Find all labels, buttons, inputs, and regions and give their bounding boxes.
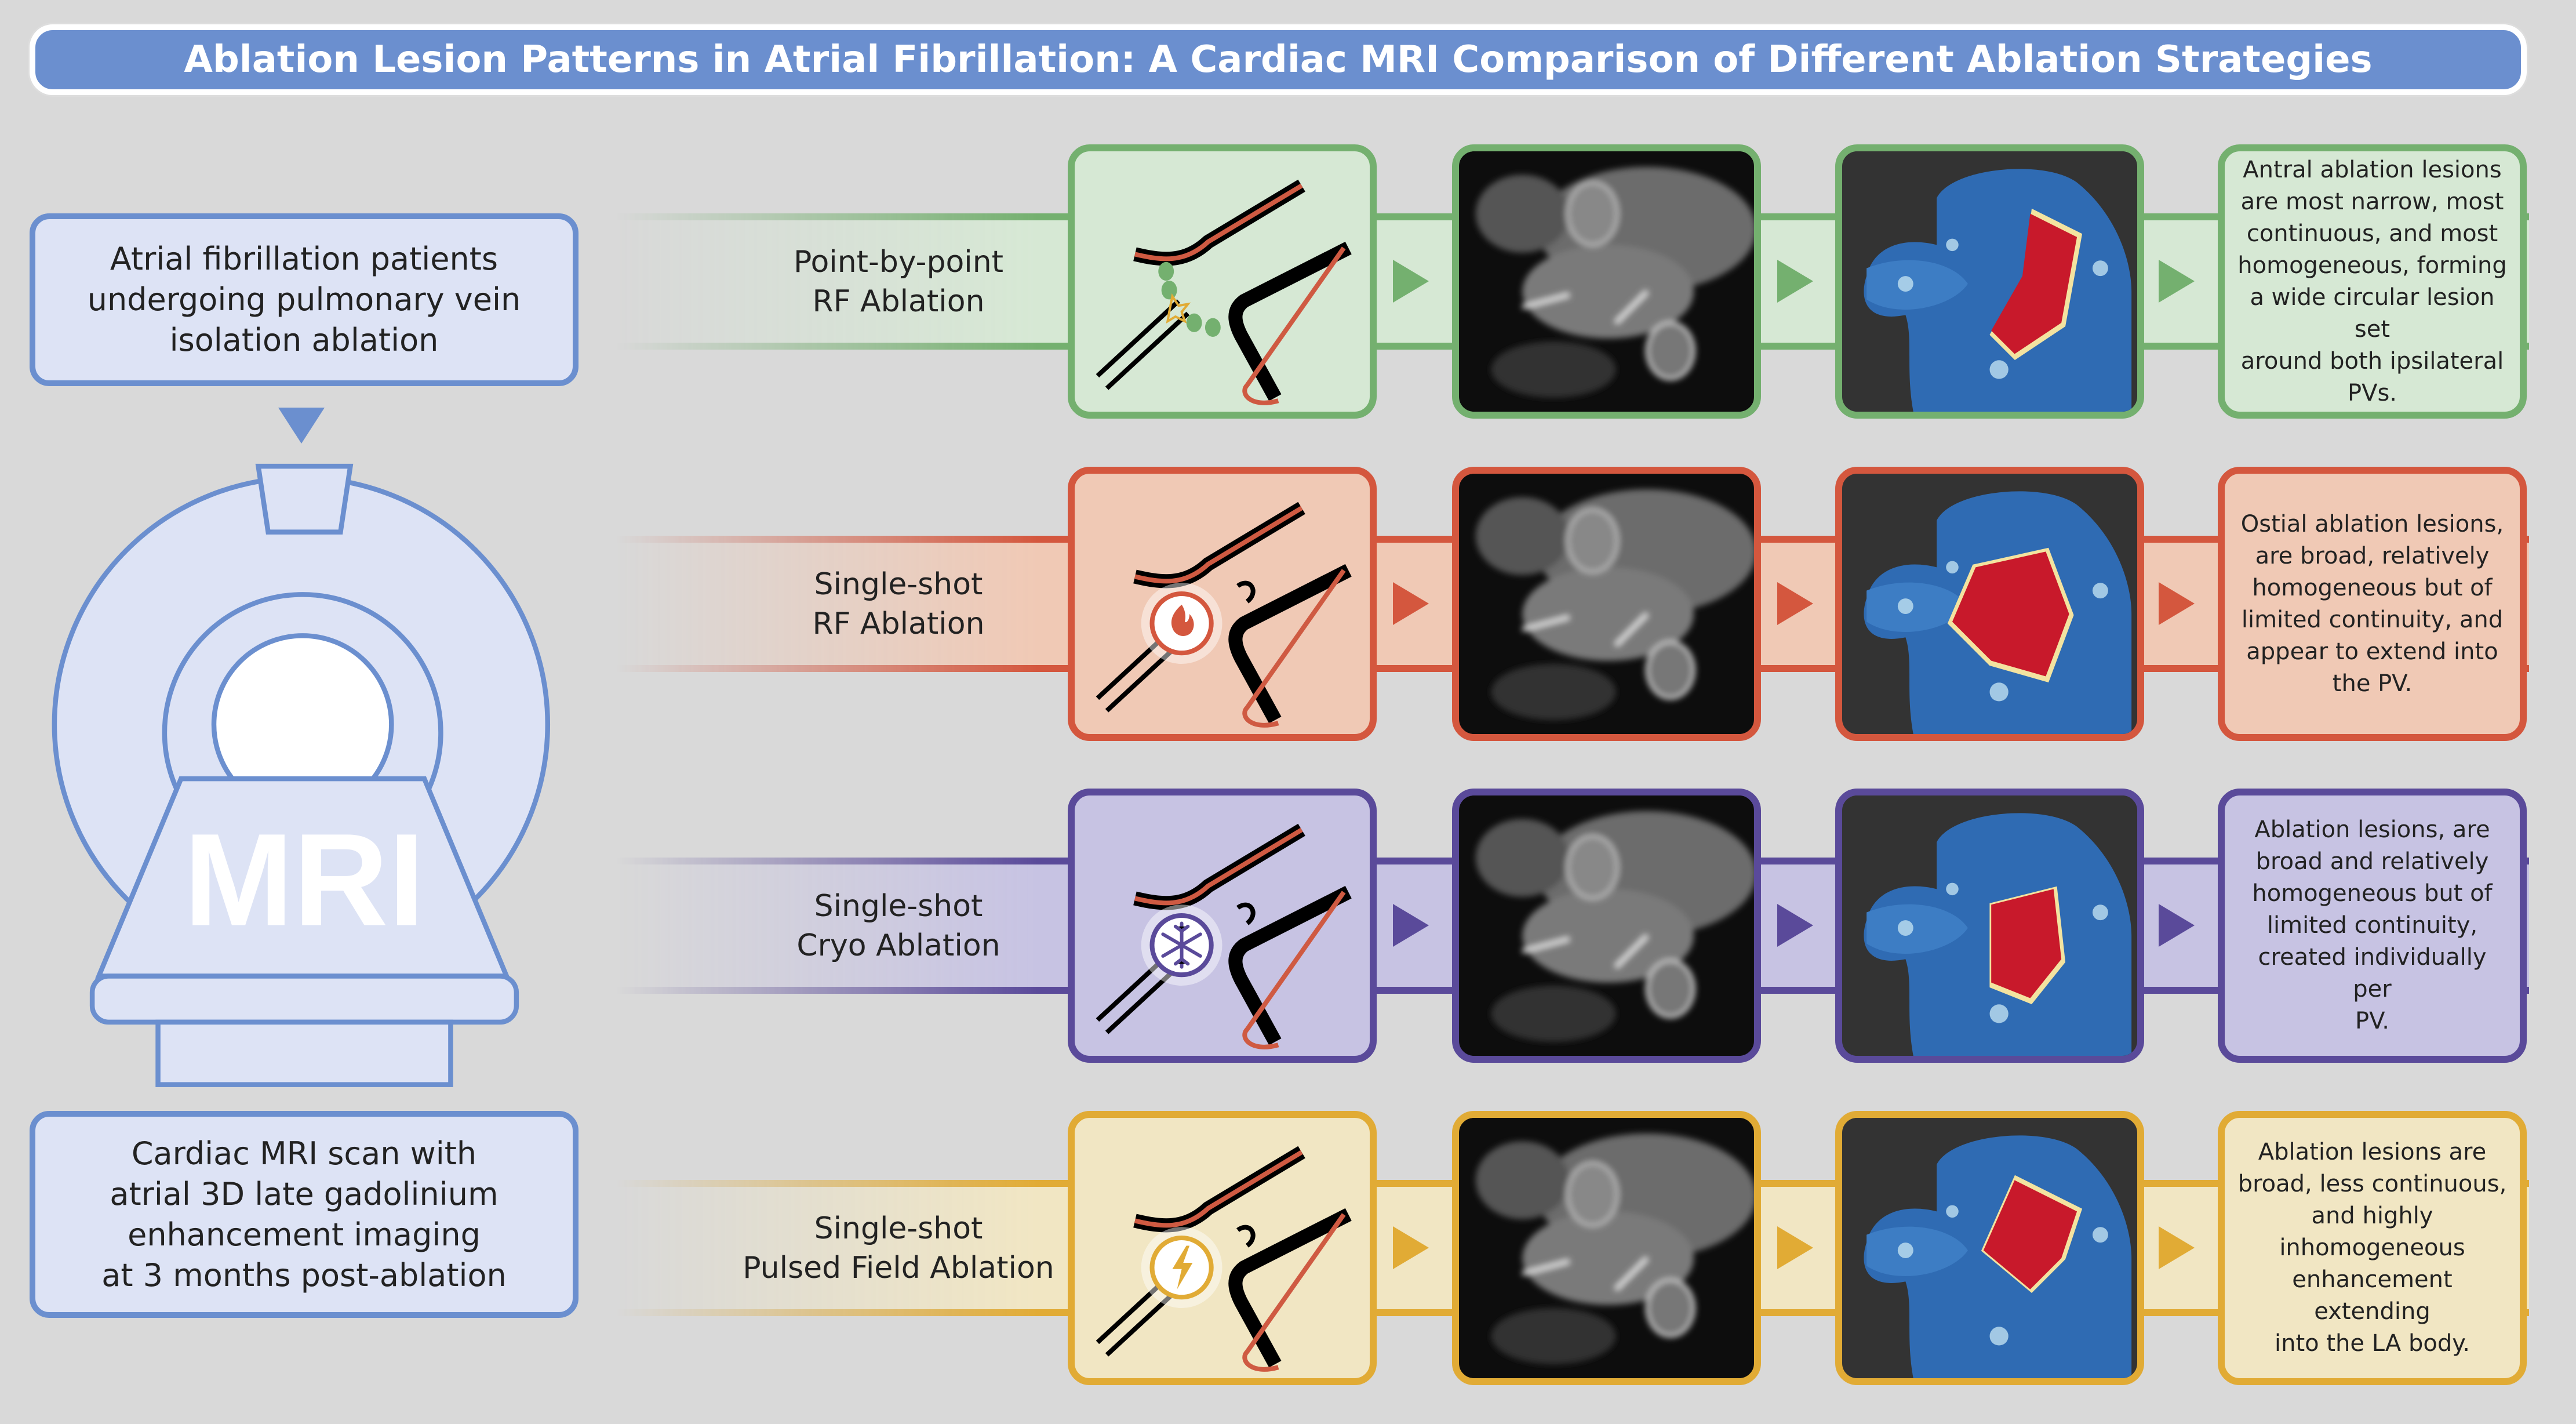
strategy-row: Point-by-point RF Ablation Antral ablati… <box>0 144 2576 419</box>
right-arrow-icon <box>2159 260 2195 303</box>
page-title: Ablation Lesion Patterns in Atrial Fibri… <box>30 24 2527 95</box>
lge-heatmap-image <box>1843 1118 2137 1378</box>
lge-heatmap-image <box>1843 151 2137 412</box>
right-arrow-icon <box>1777 904 1813 947</box>
right-arrow-icon <box>1777 582 1813 625</box>
mri-slice-image <box>1460 1118 1754 1378</box>
right-arrow-icon <box>2159 904 2195 947</box>
right-arrow-icon <box>1393 1226 1429 1269</box>
right-arrow-icon <box>1393 582 1429 625</box>
right-arrow-icon <box>2159 582 2195 625</box>
right-arrow-icon <box>1393 904 1429 947</box>
patients-box: Atrial fibrillation patients undergoing … <box>30 213 578 386</box>
lge-heatmap-image <box>1843 795 2137 1056</box>
catheter-panel <box>1068 1111 1377 1385</box>
description-box: Ablation lesions, are broad and relative… <box>2218 789 2527 1063</box>
strategy-row: Single-shot Pulsed Field Ablation Ablati… <box>0 1111 2576 1385</box>
strategy-label: Point-by-point RF Ablation <box>793 244 1004 319</box>
mri-scanner-icon: MRI <box>52 463 551 1087</box>
mri-label: MRI <box>184 807 425 954</box>
lge-heatmap-image <box>1843 474 2137 734</box>
strategy-label: Single-shot RF Ablation <box>812 566 985 641</box>
mri-panel <box>1452 467 1761 741</box>
description-box: Ostial ablation lesions, are broad, rela… <box>2218 467 2527 741</box>
description-box: Antral ablation lesions are most narrow,… <box>2218 144 2527 419</box>
catheter-panel <box>1068 467 1377 741</box>
heatmap-panel <box>1835 1111 2144 1385</box>
down-arrow-icon <box>278 408 325 444</box>
right-arrow-icon <box>1777 260 1813 303</box>
strategy-label: Single-shot Cryo Ablation <box>796 888 1000 963</box>
strategy-label: Single-shot Pulsed Field Ablation <box>743 1211 1054 1285</box>
catheter-diagram <box>1096 1146 1352 1372</box>
heatmap-panel <box>1835 467 2144 741</box>
catheter-diagram <box>1096 502 1352 728</box>
flame-icon <box>1171 604 1194 636</box>
mri-slice-image <box>1460 795 1754 1056</box>
description-box: Ablation lesions are broad, less continu… <box>2218 1111 2527 1385</box>
snowflake-icon <box>1161 921 1202 969</box>
mri-scan-box: Cardiac MRI scan with atrial 3D late gad… <box>30 1111 578 1318</box>
mri-slice-image <box>1460 474 1754 734</box>
heatmap-panel <box>1835 144 2144 419</box>
catheter-diagram <box>1096 823 1352 1049</box>
mri-panel <box>1452 1111 1761 1385</box>
catheter-panel <box>1068 144 1377 419</box>
catheter-diagram <box>1096 179 1352 405</box>
strategy-row: Single-shot Cryo Ablation Ablation lesio… <box>0 789 2576 1063</box>
mri-slice-image <box>1460 151 1754 412</box>
right-arrow-icon <box>2159 1226 2195 1269</box>
right-arrow-icon <box>1777 1226 1813 1269</box>
mri-panel <box>1452 144 1761 419</box>
catheter-panel <box>1068 789 1377 1063</box>
lightning-icon <box>1172 1245 1193 1289</box>
heatmap-panel <box>1835 789 2144 1063</box>
right-arrow-icon <box>1393 260 1429 303</box>
strategy-row: Single-shot RF Ablation Ostial ablation … <box>0 467 2576 741</box>
mri-panel <box>1452 789 1761 1063</box>
